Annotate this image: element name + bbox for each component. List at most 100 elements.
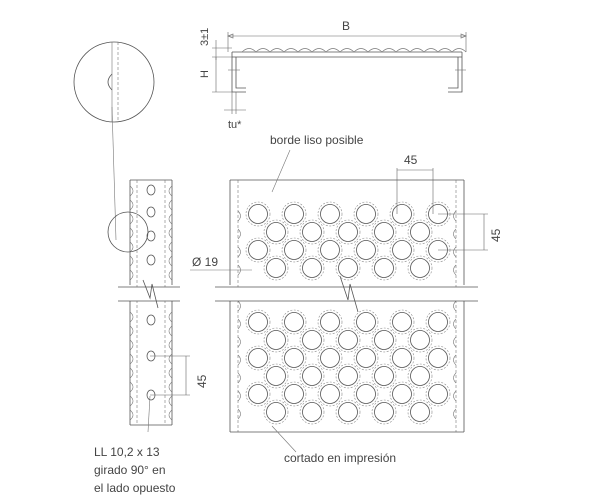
strip-bump: [168, 185, 173, 197]
hole-rim: [245, 309, 271, 335]
plate-hole: [392, 384, 412, 404]
strip-bump: [168, 227, 173, 239]
plate-hole: [410, 222, 430, 242]
edge-notch: [237, 336, 241, 348]
strip-bump: [168, 353, 173, 365]
edge-notch: [237, 372, 241, 384]
hole-rim: [317, 381, 343, 407]
plate-hole: [392, 240, 412, 260]
plate-hole: [374, 366, 394, 386]
hole-rim: [263, 363, 289, 389]
plate-hole: [428, 312, 448, 332]
plate-hole: [284, 348, 304, 368]
plate-hole: [392, 348, 412, 368]
plate-hole: [320, 240, 340, 260]
plate-hole: [248, 384, 268, 404]
hole-rim: [407, 219, 433, 245]
hole-rim: [299, 255, 325, 281]
plate-hole: [266, 330, 286, 350]
diameter-label: Ø 19: [192, 255, 218, 269]
hole-rim: [317, 309, 343, 335]
plate-hole: [266, 402, 286, 422]
edge-notch: [453, 372, 457, 384]
plate-hole: [338, 258, 358, 278]
edge-notch: [237, 210, 241, 222]
strip-bump: [129, 325, 134, 337]
plate-hole: [266, 366, 286, 386]
strip-bump: [168, 339, 173, 351]
hole-rim: [263, 219, 289, 245]
cross-section-view: B 3±1 H tu*: [199, 19, 467, 131]
plate-hole: [356, 240, 376, 260]
plate-hole: [320, 348, 340, 368]
pitch-right-label: 45: [489, 228, 503, 242]
slot-note-line3: el lado opuesto: [94, 481, 176, 495]
pitch-left-label: 45: [195, 374, 209, 388]
plate-hole: [374, 222, 394, 242]
edge-notch: [453, 228, 457, 240]
hole-rim: [353, 201, 379, 227]
strip-slot: [146, 206, 156, 218]
section-bump: [311, 48, 327, 53]
hole-rim: [317, 201, 343, 227]
section-bump: [339, 48, 355, 53]
plate-hole: [410, 366, 430, 386]
hole-rim: [299, 363, 325, 389]
section-bump: [395, 48, 411, 53]
edge-notch: [237, 354, 241, 366]
plate-hole: [302, 402, 322, 422]
hole-rim: [335, 327, 361, 353]
hole-rim: [425, 345, 451, 371]
detail-circle: [73, 41, 155, 241]
hole-rim: [335, 399, 361, 425]
slot-note-line1: LL 10,2 x 13: [94, 445, 160, 459]
section-bump: [353, 48, 369, 53]
edge-notch: [453, 210, 457, 222]
plate-hole: [338, 366, 358, 386]
plate-hole: [284, 384, 304, 404]
plate-hole: [266, 258, 286, 278]
strip-bump: [129, 409, 134, 421]
section-bump: [241, 48, 257, 53]
plate-hole: [410, 402, 430, 422]
hole-rim: [263, 255, 289, 281]
strip-bump: [168, 325, 173, 337]
plate-hole: [248, 240, 268, 260]
hole-rim: [281, 345, 307, 371]
plate-hole: [428, 384, 448, 404]
strip-bump: [129, 367, 134, 379]
hole-rim: [353, 309, 379, 335]
hole-rim: [263, 399, 289, 425]
hole-rim: [353, 381, 379, 407]
hole-rim: [389, 345, 415, 371]
smooth-edge-label: borde liso posible: [270, 133, 364, 147]
dim-h-label: H: [199, 70, 211, 78]
section-bump: [381, 48, 397, 53]
strip-bump: [168, 241, 173, 253]
edge-notch: [453, 300, 457, 312]
strip-bump: [129, 213, 134, 225]
plate-hole: [374, 330, 394, 350]
pitch-top-label: 45: [404, 153, 418, 167]
section-bump: [423, 48, 439, 53]
hole-rim: [335, 363, 361, 389]
plate-hole: [338, 222, 358, 242]
section-bump: [297, 48, 313, 53]
strip-bump: [129, 185, 134, 197]
strip-bump: [168, 409, 173, 421]
section-bump: [367, 48, 383, 53]
dim-3-label: 3±1: [199, 28, 211, 46]
strip-bump: [129, 241, 134, 253]
plate-hole: [302, 366, 322, 386]
strip-bump: [168, 213, 173, 225]
strip-slot: [146, 254, 156, 266]
edge-notch: [237, 390, 241, 402]
section-bump: [283, 48, 299, 53]
edge-notch: [237, 408, 241, 420]
plate-hole: [356, 204, 376, 224]
edge-notch: [453, 354, 457, 366]
strip-bump: [129, 311, 134, 323]
hole-rim: [371, 327, 397, 353]
plate-hole: [374, 258, 394, 278]
hole-rim: [353, 237, 379, 263]
